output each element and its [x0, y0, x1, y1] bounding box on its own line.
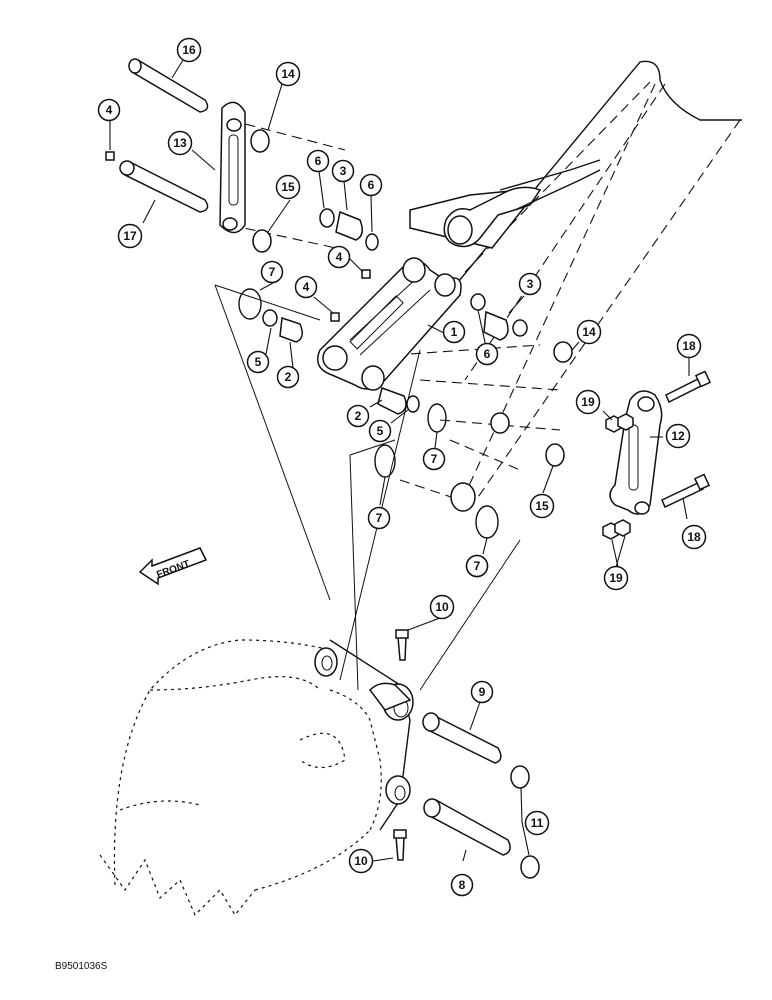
svg-text:17: 17 — [123, 229, 137, 243]
bolts-and-nuts — [602, 370, 712, 540]
pin-17 — [105, 151, 209, 213]
guide-lines — [214, 284, 521, 691]
callout-16: 16 — [176, 37, 202, 63]
callout-4: 4 — [97, 98, 121, 122]
callout-6: 6 — [306, 149, 330, 173]
callout-4: 4 — [327, 245, 351, 269]
svg-text:19: 19 — [609, 571, 623, 585]
callout-5: 5 — [368, 419, 392, 443]
callout-3: 3 — [331, 159, 355, 183]
svg-text:11: 11 — [531, 816, 544, 830]
svg-text:4: 4 — [303, 280, 310, 294]
callout-18: 18 — [676, 333, 702, 359]
svg-text:16: 16 — [182, 43, 196, 57]
svg-text:4: 4 — [106, 103, 113, 117]
dipper-arm — [419, 60, 742, 506]
svg-text:5: 5 — [255, 355, 262, 369]
front-arrow: FRONT — [138, 547, 208, 586]
svg-text:3: 3 — [527, 277, 534, 291]
bucket-pins — [393, 629, 540, 879]
svg-text:3: 3 — [340, 164, 347, 178]
callout-9: 9 — [470, 680, 494, 704]
callout-19: 19 — [603, 565, 629, 591]
link-rod-left — [219, 101, 246, 234]
svg-text:7: 7 — [269, 265, 276, 279]
callout-7: 7 — [260, 260, 284, 284]
cylinder-rod-end — [409, 159, 601, 249]
callout-18: 18 — [681, 524, 707, 550]
callout-leaders — [109, 59, 690, 862]
svg-text:4: 4 — [336, 250, 343, 264]
callout-5: 5 — [246, 350, 270, 374]
callout-2: 2 — [276, 365, 300, 389]
bushings-and-seals — [238, 208, 528, 539]
svg-text:10: 10 — [354, 854, 368, 868]
callout-19: 19 — [575, 389, 601, 415]
bucket — [99, 639, 414, 917]
svg-text:7: 7 — [376, 511, 383, 525]
svg-text:2: 2 — [355, 409, 362, 423]
callout-17: 17 — [117, 223, 143, 249]
callout-7: 7 — [465, 554, 489, 578]
assembly-lines — [229, 119, 561, 501]
svg-text:12: 12 — [671, 429, 685, 443]
callout-7: 7 — [422, 447, 446, 471]
svg-text:5: 5 — [377, 424, 384, 438]
main-link — [317, 257, 462, 391]
callout-8: 8 — [450, 873, 474, 897]
svg-text:6: 6 — [484, 347, 491, 361]
callout-15: 15 — [275, 174, 301, 200]
callout-1: 1 — [442, 320, 466, 344]
link-right — [609, 390, 663, 515]
callout-2: 2 — [346, 404, 370, 428]
callout-6: 6 — [359, 173, 383, 197]
svg-text:15: 15 — [281, 180, 295, 194]
svg-text:18: 18 — [687, 530, 701, 544]
svg-text:6: 6 — [368, 178, 375, 192]
callout-6: 6 — [475, 342, 499, 366]
svg-text:15: 15 — [535, 499, 549, 513]
callout-14: 14 — [275, 61, 301, 87]
callout-12: 12 — [665, 423, 691, 449]
callout-13: 13 — [167, 130, 193, 156]
callout-10: 10 — [429, 594, 455, 620]
callout-4: 4 — [294, 275, 318, 299]
svg-text:8: 8 — [459, 878, 466, 892]
svg-text:10: 10 — [435, 600, 449, 614]
svg-text:14: 14 — [582, 325, 596, 339]
svg-text:2: 2 — [285, 370, 292, 384]
pin-16 — [128, 58, 209, 113]
svg-text:6: 6 — [315, 154, 322, 168]
drawing-code: B9501036S — [55, 961, 108, 972]
callout-14: 14 — [576, 319, 602, 345]
svg-text:14: 14 — [281, 67, 295, 81]
svg-text:9: 9 — [479, 685, 486, 699]
svg-text:1: 1 — [451, 325, 458, 339]
callout-11: 11 — [524, 810, 550, 836]
callout-7: 7 — [367, 506, 391, 530]
svg-text:7: 7 — [474, 559, 481, 573]
callout-3: 3 — [518, 272, 542, 296]
svg-text:18: 18 — [682, 339, 696, 353]
grease-fittings — [330, 269, 371, 322]
svg-text:19: 19 — [581, 395, 595, 409]
washers — [250, 129, 573, 467]
callout-15: 15 — [529, 493, 555, 519]
svg-text:13: 13 — [173, 136, 187, 150]
callout-10: 10 — [348, 848, 374, 874]
svg-text:7: 7 — [431, 452, 438, 466]
